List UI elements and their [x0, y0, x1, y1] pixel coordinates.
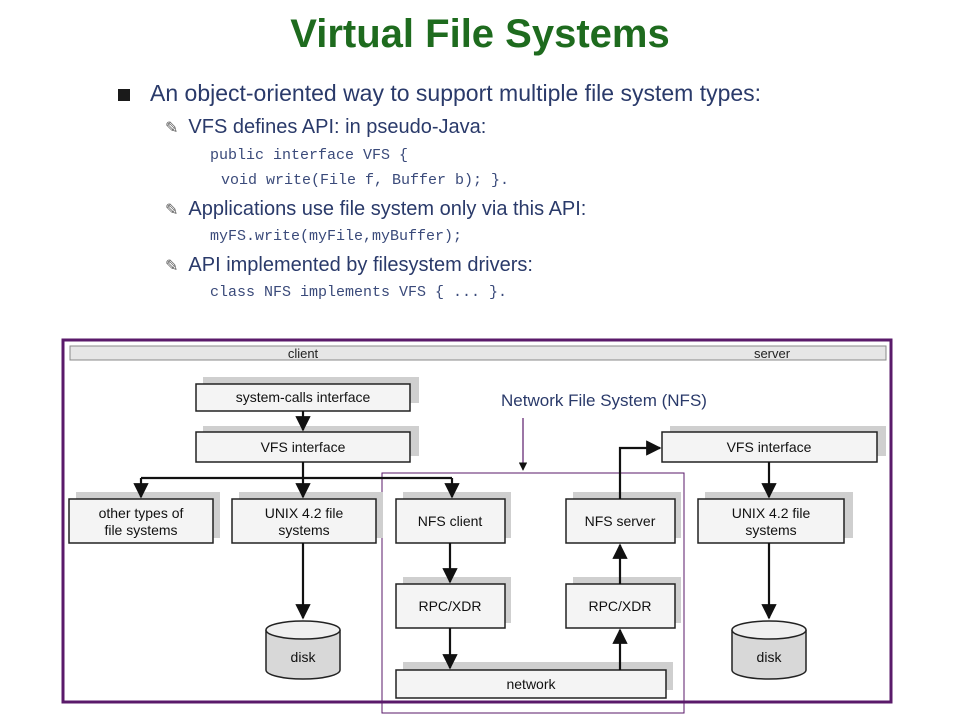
disk-label: disk: [291, 649, 317, 665]
code-line: myFS.write(myFile,myBuffer);: [210, 228, 463, 245]
nfs-server-box: [565, 498, 676, 544]
disk-server-icon: disk: [731, 620, 807, 680]
box-label: NFS client: [418, 513, 483, 529]
vfs-interface-server-box: [661, 431, 878, 463]
box-label: system-calls interface: [236, 389, 371, 405]
sub-point-text: VFS defines API: in pseudo-Java:: [188, 116, 487, 138]
pen-bullet-icon: ✎: [165, 120, 179, 137]
box-label: UNIX 4.2 file: [732, 505, 811, 521]
code-line: void write(File f, Buffer b); }.: [212, 172, 510, 189]
slide-title: Virtual File Systems: [290, 12, 670, 56]
sub-point-1: ✎ VFS defines API: in pseudo-Java:: [165, 116, 486, 139]
nfs-label: Network File System (NFS): [501, 391, 707, 410]
box-label: VFS interface: [261, 439, 346, 455]
bullet-square-icon: [118, 89, 130, 101]
box-label: VFS interface: [727, 439, 812, 455]
code-line: class NFS implements VFS { ... }.: [210, 284, 508, 301]
rpc-xdr-server-box: [565, 583, 676, 629]
unix-fs-client-box: [231, 498, 377, 544]
arrow-nfs-server-to-vfs: [618, 440, 662, 499]
sub-point-2: ✎ Applications use file system only via t…: [165, 198, 586, 221]
other-fs-box: [68, 498, 214, 544]
sub-point-text: Applications use file system only via th…: [188, 198, 587, 220]
main-bullet: An object-oriented way to support multip…: [150, 80, 762, 106]
box-label: RPC/XDR: [418, 598, 481, 614]
sub-point-3: ✎ API implemented by filesystem drivers:: [165, 254, 533, 277]
code-line: public interface VFS {: [210, 147, 409, 164]
box-label: file systems: [104, 522, 177, 538]
box-label: UNIX 4.2 file: [265, 505, 344, 521]
box-label: NFS server: [585, 513, 656, 529]
box-label: RPC/XDR: [588, 598, 651, 614]
network-box: [395, 669, 667, 699]
client-label: client: [288, 346, 319, 361]
disk-client-icon: disk: [265, 620, 341, 680]
nfs-highlight-box: [381, 472, 685, 714]
unix-fs-server-box: [697, 498, 845, 544]
box-label: systems: [278, 522, 329, 538]
box-label: systems: [745, 522, 796, 538]
nfs-client-box: [395, 498, 506, 544]
pen-bullet-icon: ✎: [165, 258, 179, 275]
disk-label: disk: [757, 649, 783, 665]
server-label: server: [754, 346, 791, 361]
rpc-xdr-client-box: [395, 583, 506, 629]
box-label: other types of: [99, 505, 184, 521]
box-label: network: [506, 676, 556, 692]
sub-point-text: API implemented by filesystem drivers:: [188, 254, 533, 276]
pen-bullet-icon: ✎: [165, 202, 179, 219]
header-bar: [69, 345, 887, 361]
